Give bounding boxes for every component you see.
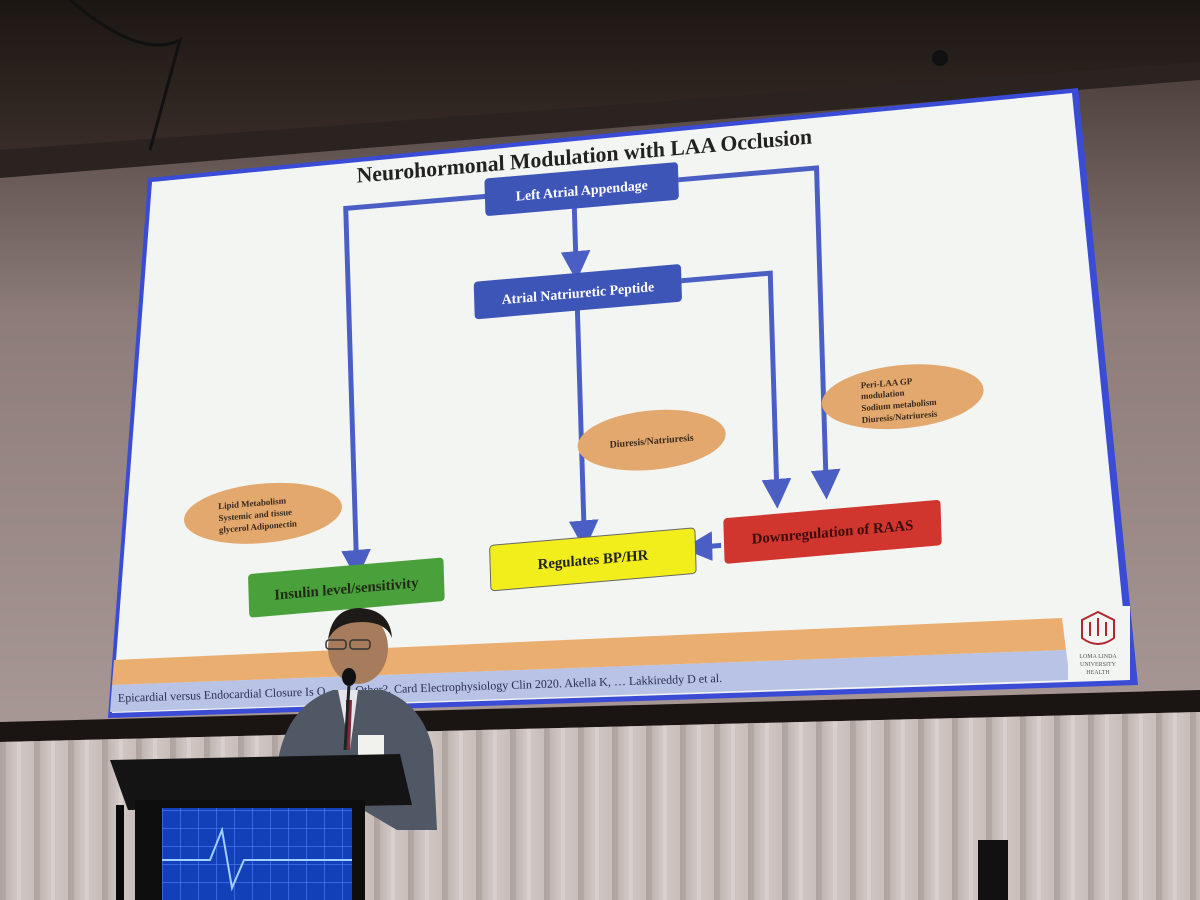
logo-line-1: LOMA LINDA	[1079, 654, 1117, 660]
arrow-laa-to-insulin	[341, 193, 486, 580]
name-badge	[358, 735, 384, 755]
microphone-stand	[343, 684, 351, 751]
ceiling-light	[932, 50, 948, 66]
crest-icon	[1081, 610, 1115, 645]
podium	[110, 754, 412, 900]
node-laa: Left Atrial Appendage	[484, 162, 679, 216]
speaker-hair	[328, 608, 392, 640]
speaker-face	[328, 612, 388, 684]
podium-screen	[162, 808, 352, 900]
logo-line-3: HEALTH	[1086, 670, 1110, 676]
microphone-icon	[342, 668, 356, 686]
arrow-laa-to-raas	[678, 165, 841, 500]
arrow-anp-to-bp	[568, 307, 599, 551]
flow-connectors	[341, 165, 841, 580]
node-bp: Regulates BP/HR	[489, 527, 697, 592]
stage-speaker-box	[978, 840, 1008, 900]
arrow-anp-to-raas	[681, 270, 792, 509]
note-middle: Diuresis/Natriuresis	[577, 409, 726, 471]
university-logo: LOMA LINDA UNIVERSITY HEALTH	[1068, 606, 1130, 680]
note-right: Peri-LAA GP modulation Sodium metabolism…	[821, 364, 984, 430]
node-raas: Downregulation of RAAS	[723, 500, 942, 564]
note-right-line-1: Peri-LAA GP	[861, 376, 913, 390]
node-anp: Atrial Natriuretic Peptide	[473, 264, 682, 320]
note-left: Lipid Metabolism Systemic and tissue gly…	[183, 482, 342, 544]
glasses-icon	[325, 639, 347, 650]
hanging-cable	[69, 0, 183, 151]
arrow-laa-to-anp	[560, 206, 591, 281]
arrow-raas-to-bp	[682, 531, 722, 561]
projector-screen-housing	[0, 62, 1200, 178]
node-insulin: Insulin level/sensitivity	[248, 557, 445, 618]
podium-top	[110, 754, 412, 810]
ceiling	[0, 0, 1200, 160]
crest-detail-icon	[1089, 618, 1107, 636]
heartbeat-icon	[162, 826, 352, 892]
note-right-line-2: modulation	[861, 388, 905, 402]
logo-line-2: UNIVERSITY	[1080, 662, 1117, 668]
